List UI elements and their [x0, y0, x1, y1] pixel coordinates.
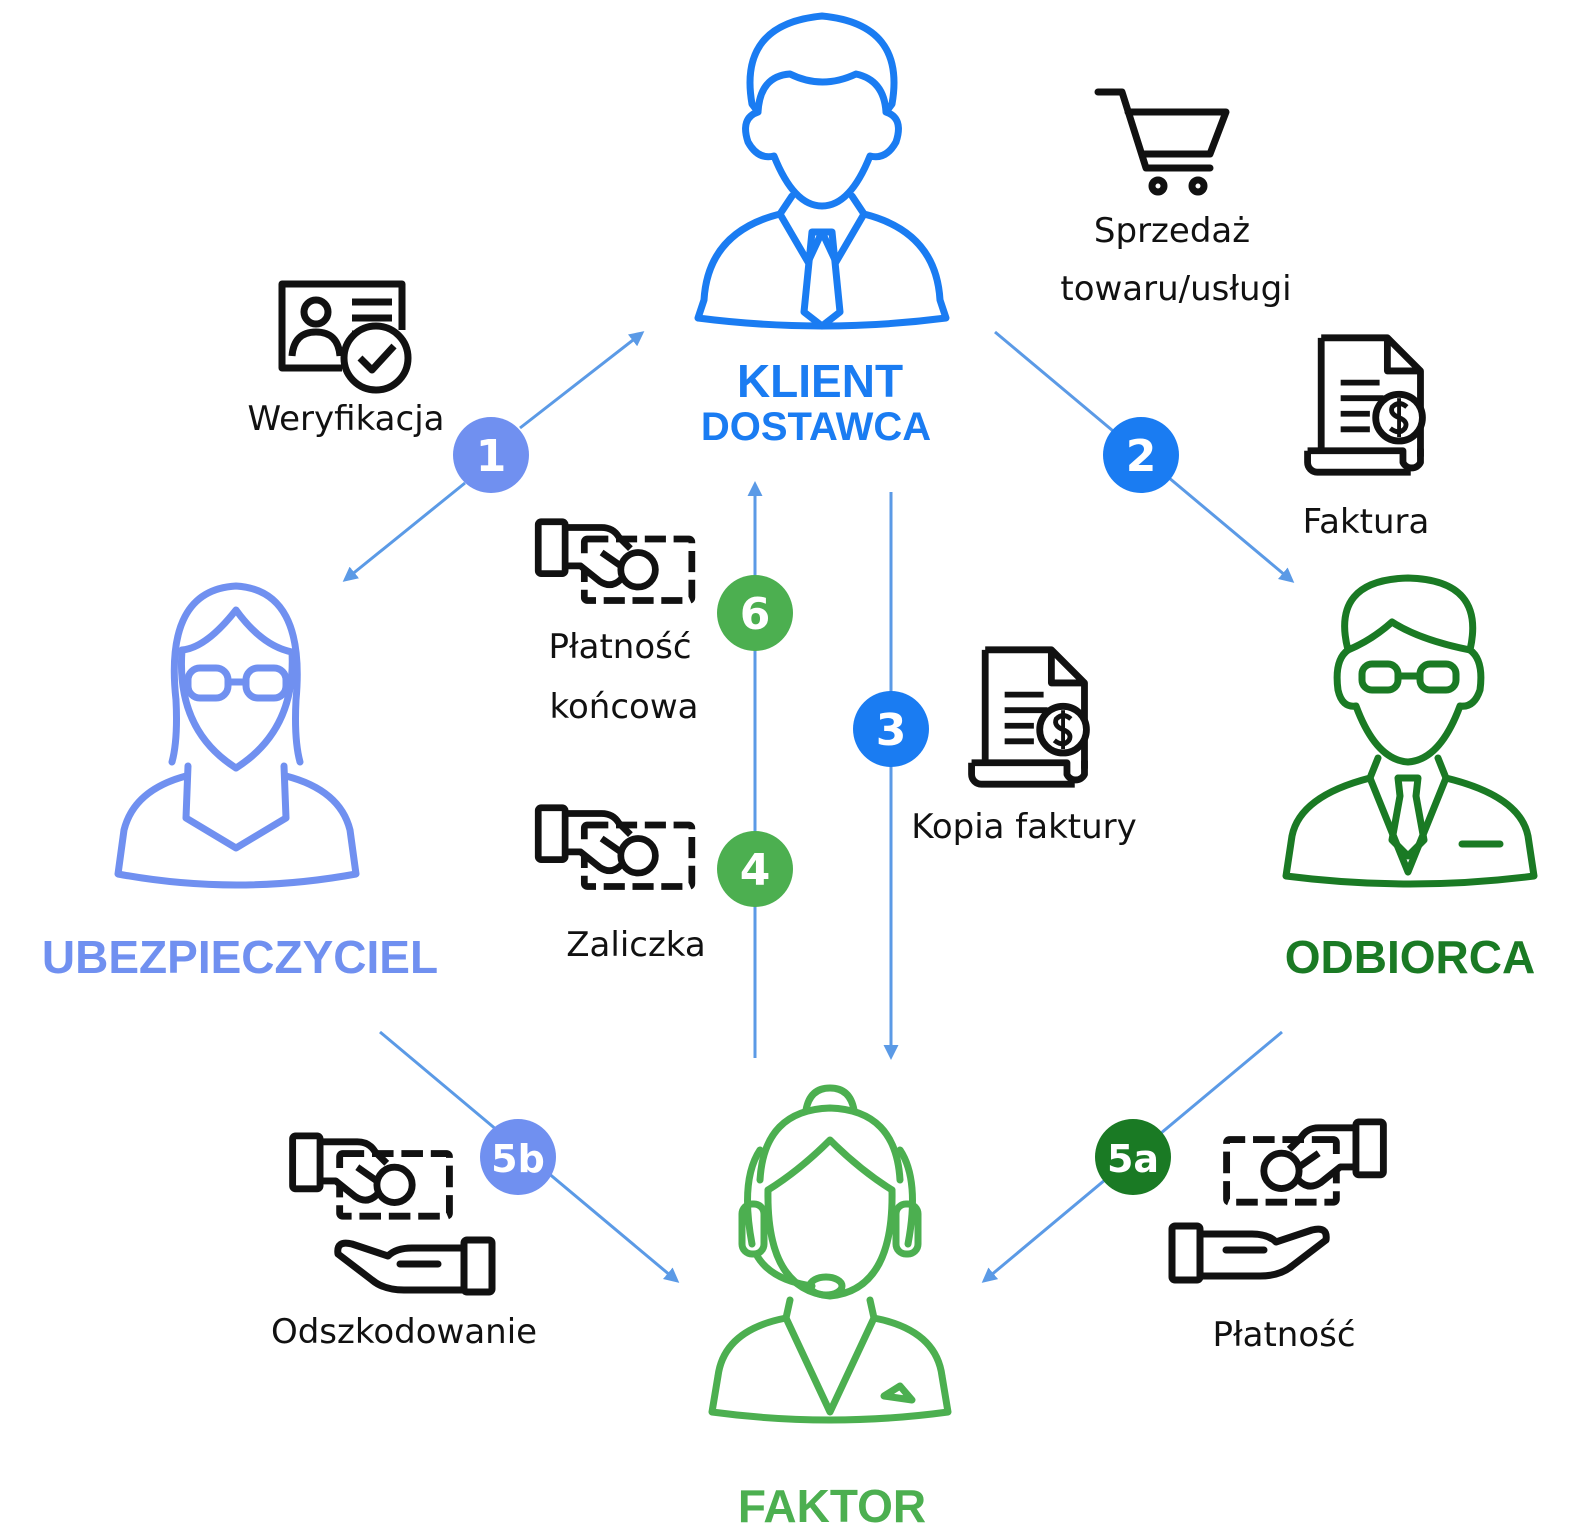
step-badge-1: 1 — [453, 417, 529, 493]
faktor-label: FAKTOR — [738, 1480, 926, 1532]
klient-label: KLIENT — [737, 355, 903, 407]
kopia-faktury-label: Kopia faktury — [911, 807, 1137, 847]
man-glasses-icon — [1282, 574, 1538, 888]
faktura-label: Faktura — [1303, 502, 1430, 542]
step-badge-5b: 5b — [480, 1119, 556, 1195]
invoice-dollar-icon — [1308, 338, 1423, 472]
sprzedaz-label-line2: towaru/usługi — [1060, 269, 1291, 309]
zaliczka-label: Zaliczka — [566, 925, 706, 965]
step-badge-2: 2 — [1103, 417, 1179, 493]
id-card-check-icon — [278, 280, 412, 394]
odszkodowanie-label: Odszkodowanie — [271, 1312, 537, 1352]
arrow-1-to-klient — [519, 331, 645, 430]
step-1-number: 1 — [476, 431, 507, 482]
step-5b-number: 5b — [491, 1137, 545, 1181]
platnosc-label: Płatność — [1212, 1315, 1355, 1355]
businessman-icon — [694, 12, 950, 330]
step-6-number: 6 — [740, 589, 771, 640]
hand-cash-icon-4 — [538, 808, 692, 887]
step-badge-5a: 5a — [1095, 1119, 1171, 1195]
give-cash-icon — [293, 1136, 496, 1296]
step-badge-6: 6 — [717, 575, 793, 651]
shopping-cart-icon — [1094, 88, 1230, 196]
sprzedaz-label-line1: Sprzedaż — [1094, 211, 1250, 251]
step-3-number: 3 — [876, 705, 907, 756]
woman-glasses-icon — [114, 582, 360, 889]
weryfikacja-label: Weryfikacja — [248, 399, 445, 439]
step-badge-3: 3 — [853, 691, 929, 767]
step-2-number: 2 — [1126, 431, 1157, 482]
step-4-number: 4 — [740, 845, 771, 896]
dostawca-label: DOSTAWCA — [701, 405, 931, 449]
arrow-1-to-ubezpieczyciel — [342, 481, 466, 582]
step-badge-4: 4 — [717, 831, 793, 907]
hand-cash-icon-6 — [538, 522, 692, 601]
platnosc-koncowa-label-line2: końcowa — [550, 687, 699, 727]
headset-agent-icon — [708, 1084, 952, 1424]
step-5a-number: 5a — [1107, 1137, 1159, 1181]
odbiorca-label: ODBIORCA — [1285, 931, 1535, 983]
ubezpieczyciel-label: UBEZPIECZYCIEL — [42, 931, 438, 983]
platnosc-koncowa-label-line1: Płatność — [548, 627, 691, 667]
invoice-copy-icon — [972, 650, 1087, 784]
receive-cash-icon — [1168, 1122, 1383, 1284]
